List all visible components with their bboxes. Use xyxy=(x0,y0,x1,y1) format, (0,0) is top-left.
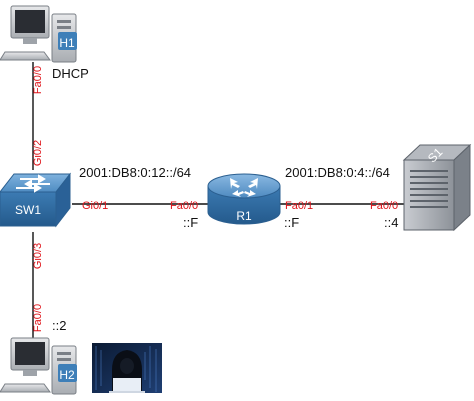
s1-address: ::4 xyxy=(384,215,398,230)
hacker-image xyxy=(92,343,162,393)
sw1-port-gi02: Gi0/2 xyxy=(32,140,44,166)
h2-address-label: ::2 xyxy=(52,318,66,333)
sw1-switch-icon[interactable] xyxy=(0,172,72,228)
r1-left-address: ::F xyxy=(183,215,198,230)
sw1-port-gi03: Gi0/3 xyxy=(32,243,44,269)
h2-name: H2 xyxy=(59,368,75,382)
sw1-name: SW1 xyxy=(15,203,41,217)
r1-right-address: ::F xyxy=(284,215,299,230)
network-right-label: 2001:DB8:0:4::/64 xyxy=(285,165,390,180)
h1-port-fa00: Fa0/0 xyxy=(32,66,44,94)
h2-computer-icon[interactable] xyxy=(0,337,77,395)
h1-name: H1 xyxy=(59,36,75,50)
s1-port-fa00: Fa0/0 xyxy=(370,200,398,212)
h1-computer-icon[interactable] xyxy=(0,5,77,63)
r1-router-icon[interactable] xyxy=(207,173,281,225)
sw1-port-gi01: Gi0/1 xyxy=(82,200,108,212)
network-left-label: 2001:DB8:0:12::/64 xyxy=(79,165,191,180)
h1-role-label: DHCP xyxy=(52,66,89,81)
s1-server-icon[interactable] xyxy=(402,143,472,232)
r1-port-fa01: Fa0/1 xyxy=(285,200,313,212)
h2-port-fa00: Fa0/0 xyxy=(32,304,44,332)
r1-port-fa00: Fa0/0 xyxy=(170,200,198,212)
r1-name: R1 xyxy=(236,209,252,223)
